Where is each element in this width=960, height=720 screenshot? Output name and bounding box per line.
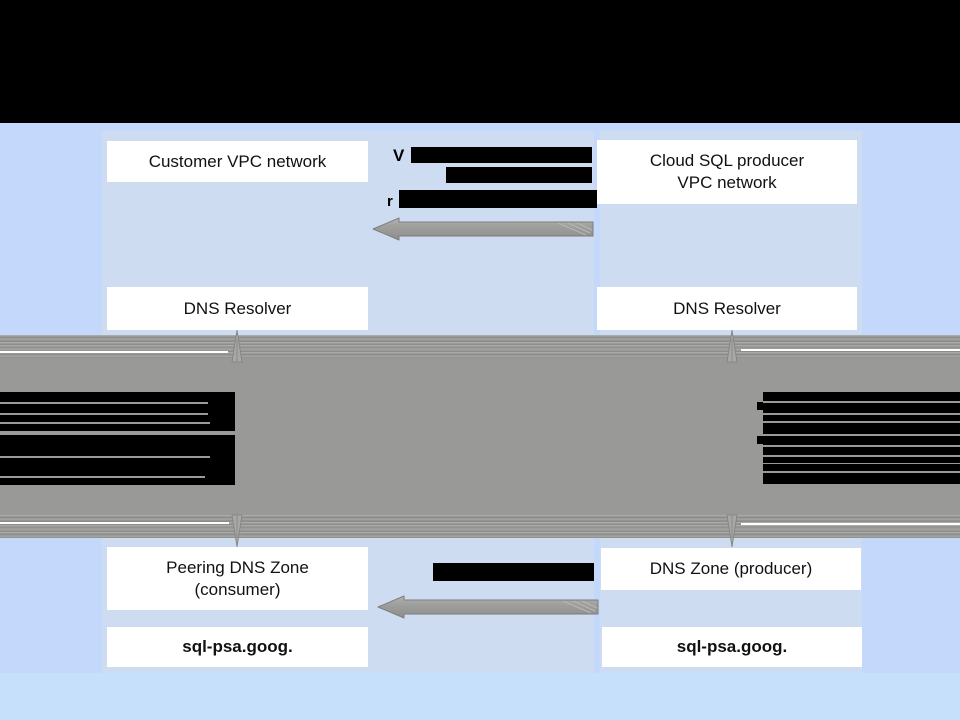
left-arrow-top-icon xyxy=(372,217,594,241)
left-arrow-bottom-icon xyxy=(377,595,599,619)
domain-right-label: sql-psa.goog. xyxy=(676,637,788,656)
redacted-text-block-left xyxy=(0,392,235,485)
redacted-line-gap xyxy=(763,421,960,423)
redacted-line-gap xyxy=(0,456,210,458)
redacted-char-nub xyxy=(757,402,763,410)
domain-left-label: sql-psa.goog. xyxy=(182,637,293,656)
dns-resolver-left-label: DNS Resolver xyxy=(183,298,292,318)
down-arrow-left-icon xyxy=(231,514,243,548)
redacted-annotation-line-1 xyxy=(411,147,592,163)
producer-dns-zone-box: DNS Zone (producer) xyxy=(601,548,861,590)
connector-line-top-left xyxy=(0,351,228,353)
redacted-fragment-r: r xyxy=(387,193,393,210)
redacted-line-gap xyxy=(0,422,210,424)
down-arrow-right-icon xyxy=(726,514,738,548)
up-arrow-left-icon xyxy=(231,329,243,363)
redacted-annotation-bottom xyxy=(433,563,594,581)
redacted-line-gap xyxy=(763,463,960,464)
up-arrow-right-icon xyxy=(726,329,738,363)
redacted-line-gap xyxy=(763,413,960,415)
connector-line-top-right xyxy=(741,349,960,351)
customer-vpc-box: Customer VPC network xyxy=(107,141,368,182)
dns-resolver-right-box: DNS Resolver xyxy=(597,287,857,330)
redacted-line-gap xyxy=(0,476,205,478)
redacted-text-block-right xyxy=(757,392,960,484)
producer-dns-zone-label: DNS Zone (producer) xyxy=(649,559,813,578)
customer-vpc-label: Customer VPC network xyxy=(148,151,327,171)
connector-line-bottom-left xyxy=(0,522,229,524)
redacted-line-gap xyxy=(763,434,960,436)
dns-resolver-left-box: DNS Resolver xyxy=(107,287,368,330)
domain-right-box: sql-psa.goog. xyxy=(602,627,862,667)
band-stripes-top xyxy=(0,335,960,358)
peering-dns-zone-label: Peering DNS Zone (consumer) xyxy=(166,557,309,599)
redacted-line-gap xyxy=(763,471,960,473)
domain-left-box: sql-psa.goog. xyxy=(107,627,368,667)
redacted-char-nub xyxy=(757,436,763,444)
redacted-line-gap xyxy=(0,402,208,404)
connector-line-bottom-right xyxy=(741,523,960,525)
redacted-annotation-line-3 xyxy=(399,190,597,208)
producer-vpc-box: Cloud SQL producer VPC network xyxy=(597,140,857,204)
redacted-line-gap xyxy=(763,455,960,457)
bottom-strip xyxy=(0,673,960,720)
peering-dns-zone-box: Peering DNS Zone (consumer) xyxy=(107,547,368,610)
redacted-annotation-line-2 xyxy=(446,167,592,183)
redacted-fragment-v: V xyxy=(393,146,405,165)
redacted-line-gap xyxy=(0,413,208,415)
redacted-header-bar xyxy=(0,0,960,123)
redacted-line-gap xyxy=(763,401,960,403)
producer-vpc-label: Cloud SQL producer VPC network xyxy=(649,151,805,192)
redacted-paragraph-gap xyxy=(0,431,235,435)
band-stripes-bottom xyxy=(0,515,960,538)
redacted-line-gap xyxy=(763,445,960,447)
dns-resolver-right-label: DNS Resolver xyxy=(673,298,781,318)
